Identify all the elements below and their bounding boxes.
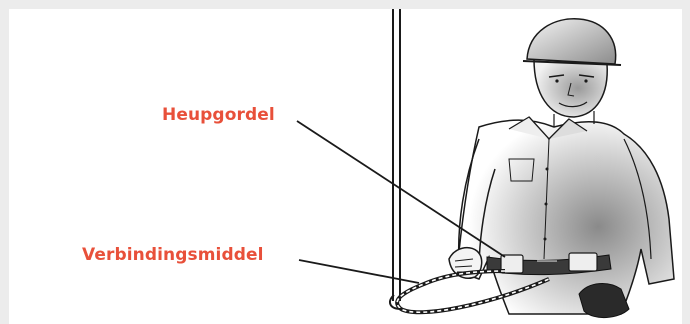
verbindingsmiddel-label: Verbindingsmiddel (82, 245, 264, 265)
worker-illustration (296, 9, 675, 318)
verbindingsmiddel-leader-line (298, 259, 420, 284)
hip-belt (486, 252, 612, 276)
head (522, 18, 622, 127)
diagram-panel: Heupgordel Verbindingsmiddel (9, 9, 682, 324)
glove (578, 283, 630, 318)
pole (392, 9, 401, 301)
lanyard (388, 269, 550, 315)
torso (456, 116, 675, 315)
heupgordel-label: Heupgordel (162, 105, 275, 125)
heupgordel-leader-line (296, 120, 506, 258)
